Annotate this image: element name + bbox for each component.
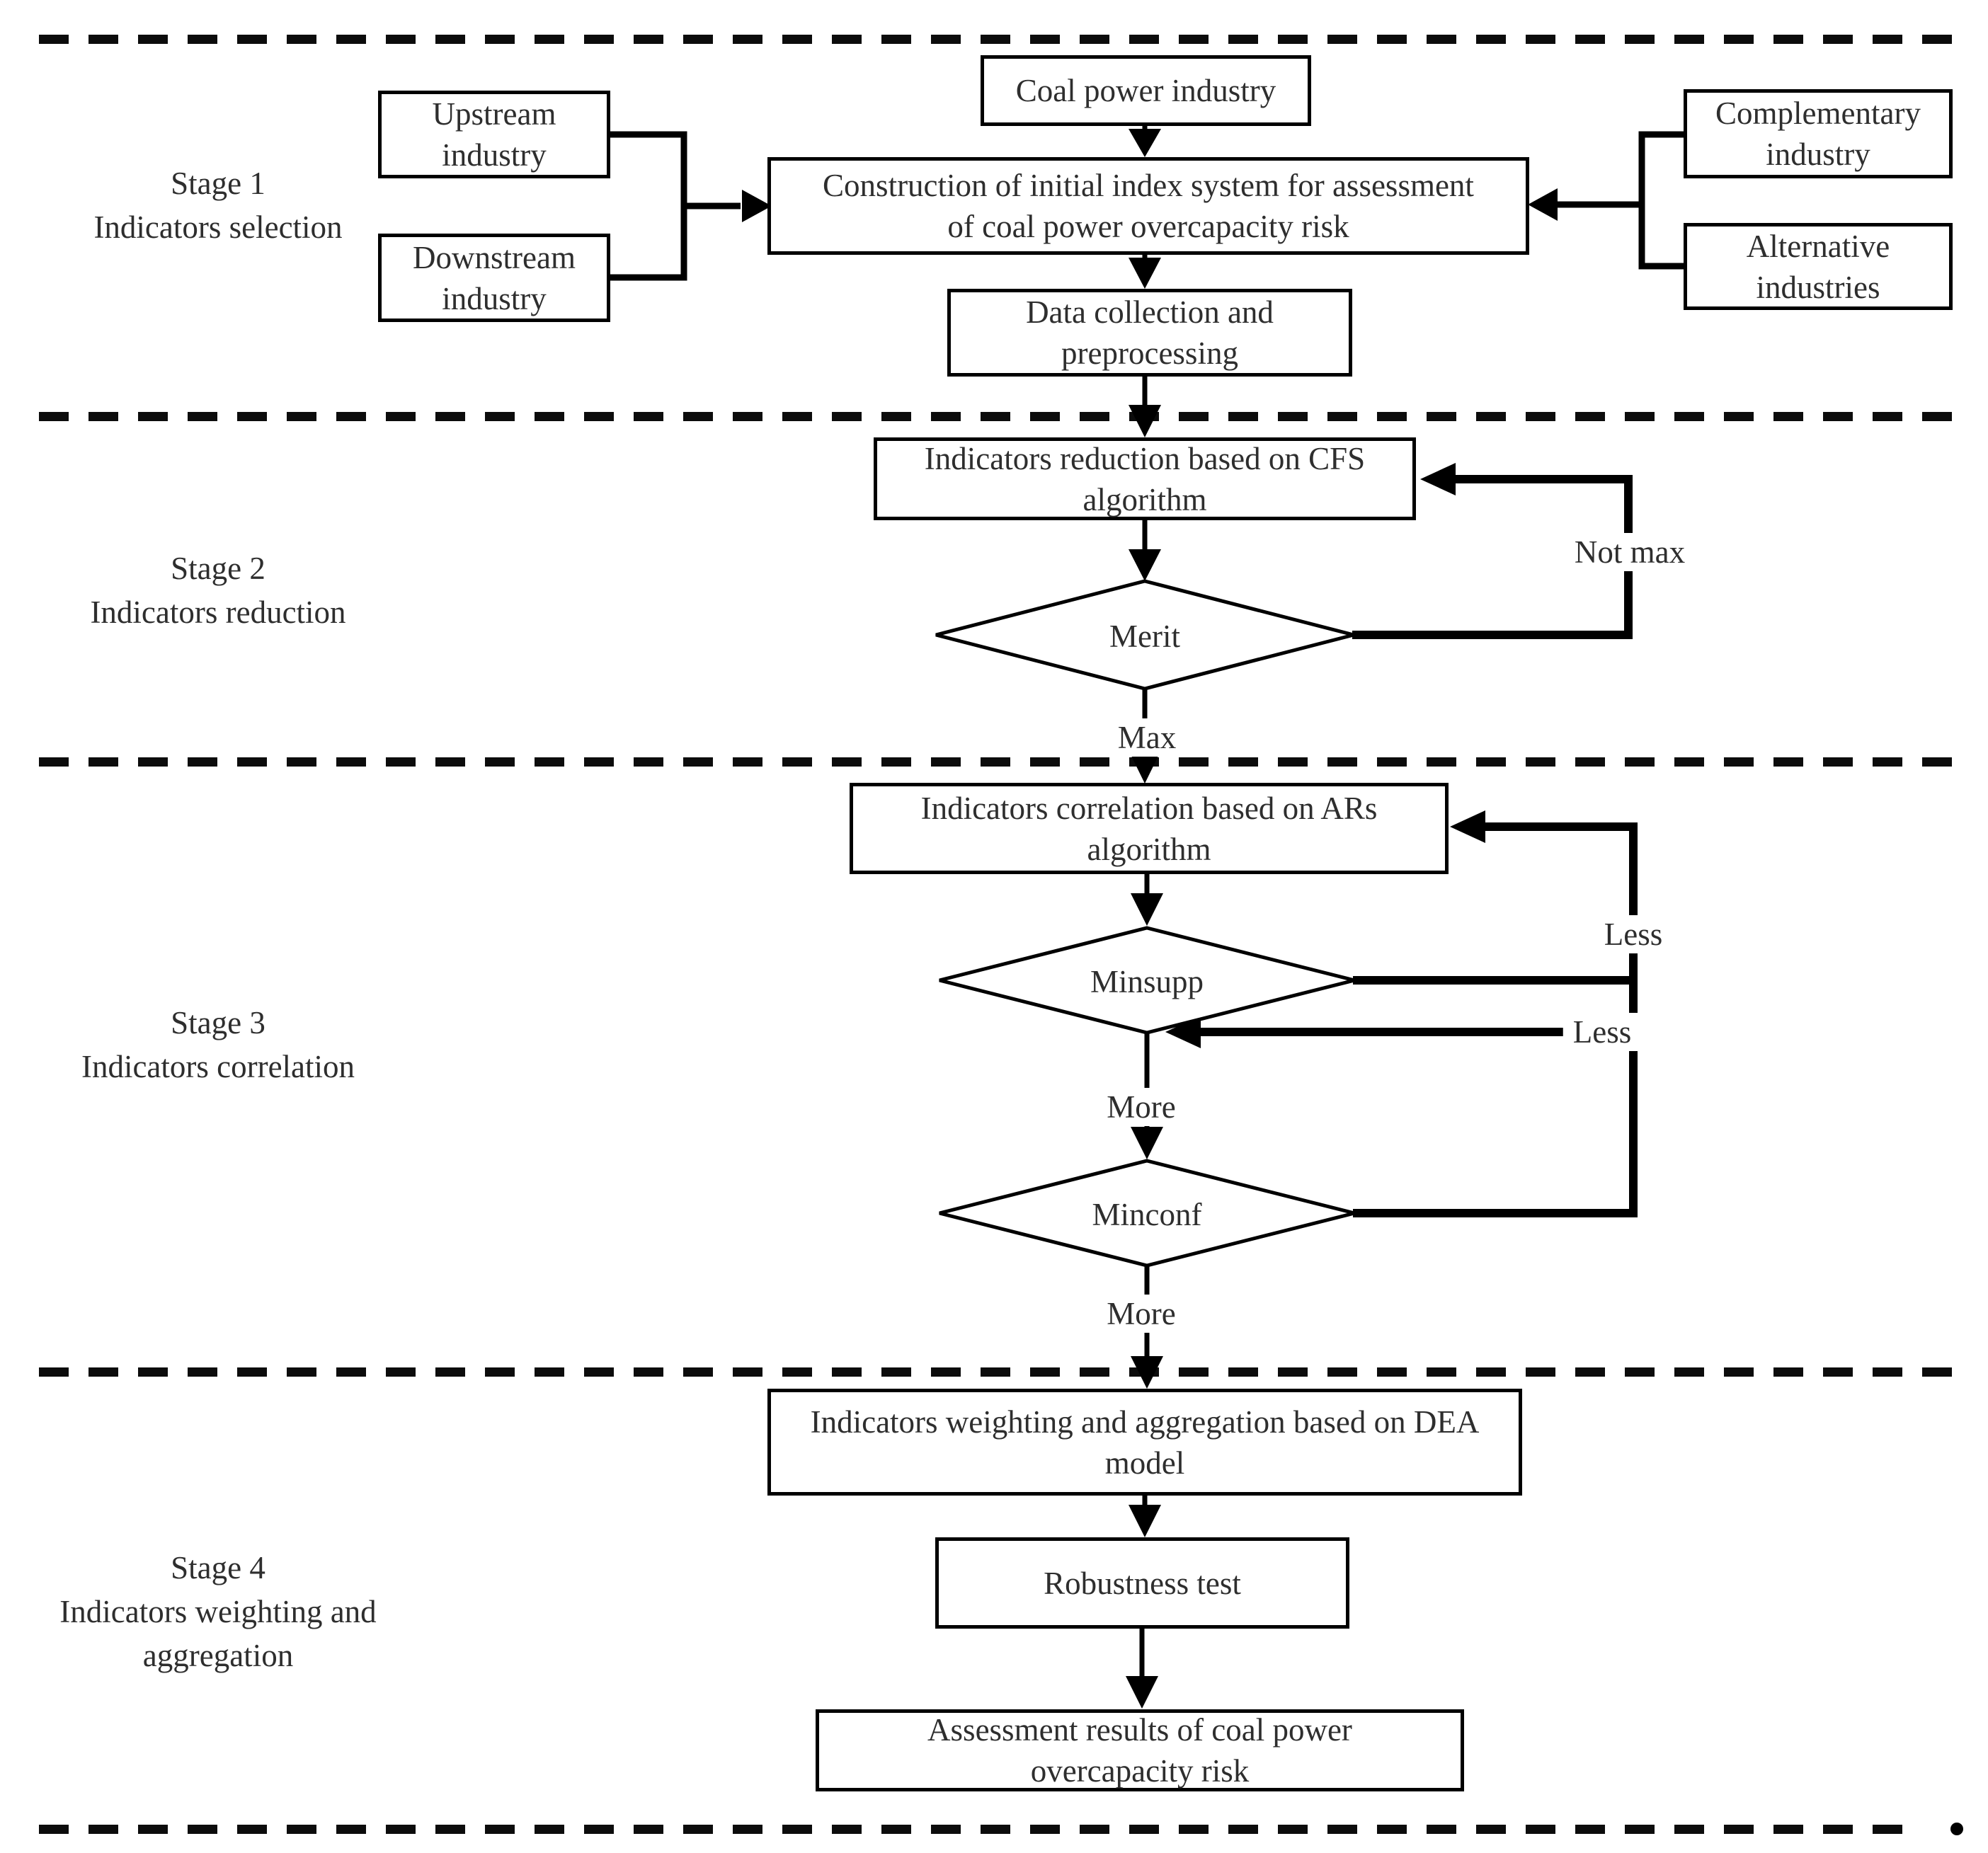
stage1-label: Stage 1 Indicators selection (93, 166, 343, 245)
box-upstream-industry: Upstream industry (378, 91, 610, 178)
decision-merit-label: Merit (1109, 619, 1180, 654)
arrowhead-into-construction-left (742, 190, 772, 222)
arrowhead-into-dea (1131, 1356, 1163, 1389)
arrowhead-notmax-into-cfs (1420, 463, 1456, 495)
connector-complementary-alternative-bracket (1638, 131, 1684, 270)
arrowhead-into-construction-right (1528, 188, 1558, 221)
box-construction-index-system: Construction of initial index system for… (767, 157, 1529, 255)
box-coal-power-industry: Coal power industry (981, 55, 1311, 126)
stage-divider-line-1 (39, 35, 1952, 44)
box-data-collection: Data collection and preprocessing (947, 289, 1352, 377)
arrowhead-into-assessment (1126, 1676, 1158, 1709)
decision-minconf-shape (939, 1159, 1355, 1268)
edge-label-max: Max (1107, 718, 1187, 757)
arrowhead-less-into-ars (1450, 810, 1485, 843)
stage-divider-line-5 (39, 1825, 1922, 1834)
stage-divider-line-2 (39, 412, 1952, 421)
box-cfs-reduction: Indicators reduction based on CFS algori… (874, 437, 1416, 520)
box-downstream-industry: Downstream industry (378, 234, 610, 322)
box-ars-correlation: Indicators correlation based on ARs algo… (850, 783, 1449, 874)
stage4-label: Stage 4 Indicators weighting and aggrega… (59, 1550, 377, 1673)
box-complementary-industry: Complementary industry (1684, 89, 1953, 178)
box-assessment-results: Assessment results of coal power overcap… (816, 1709, 1464, 1791)
edge-label-more-minsupp: More (1097, 1088, 1186, 1126)
edge-label-not-max: Not max (1564, 533, 1696, 571)
arrowhead-into-minsupp (1131, 893, 1163, 926)
arrowhead-into-data (1129, 258, 1161, 289)
edge-label-less-minsupp: Less (1594, 915, 1673, 953)
decision-minconf-label: Minconf (1092, 1197, 1202, 1232)
stage-divider-line-3 (39, 757, 1952, 767)
arrowhead-into-minconf (1131, 1127, 1163, 1159)
arrowhead-into-cfs (1129, 405, 1161, 437)
decision-merit-shape (935, 579, 1354, 691)
connector-upstream-downstream-bracket (610, 131, 687, 281)
stage2-label: Stage 2 Indicators reduction (90, 551, 346, 630)
arrowhead-into-ars-top (1129, 750, 1161, 784)
decision-minsupp-label: Minsupp (1090, 964, 1204, 999)
arrowhead-less-into-minsupp-stem (1165, 1016, 1201, 1048)
dashed-line-end-dot (1950, 1823, 1963, 1835)
arrowhead-into-robustness (1129, 1505, 1161, 1537)
edge-label-more-minconf: More (1097, 1295, 1186, 1333)
decision-minsupp-shape (939, 926, 1355, 1035)
edge-label-less-minconf: Less (1563, 1013, 1642, 1051)
stage3-label: Stage 3 Indicators correlation (81, 1005, 355, 1084)
arrowhead-into-merit (1129, 549, 1161, 581)
stage-divider-line-4 (39, 1367, 1952, 1377)
arrowhead-into-construction-top (1129, 129, 1161, 157)
box-robustness-test: Robustness test (935, 1537, 1349, 1629)
box-alternative-industries: Alternative industries (1684, 223, 1953, 310)
box-dea-weighting: Indicators weighting and aggregation bas… (767, 1389, 1522, 1496)
